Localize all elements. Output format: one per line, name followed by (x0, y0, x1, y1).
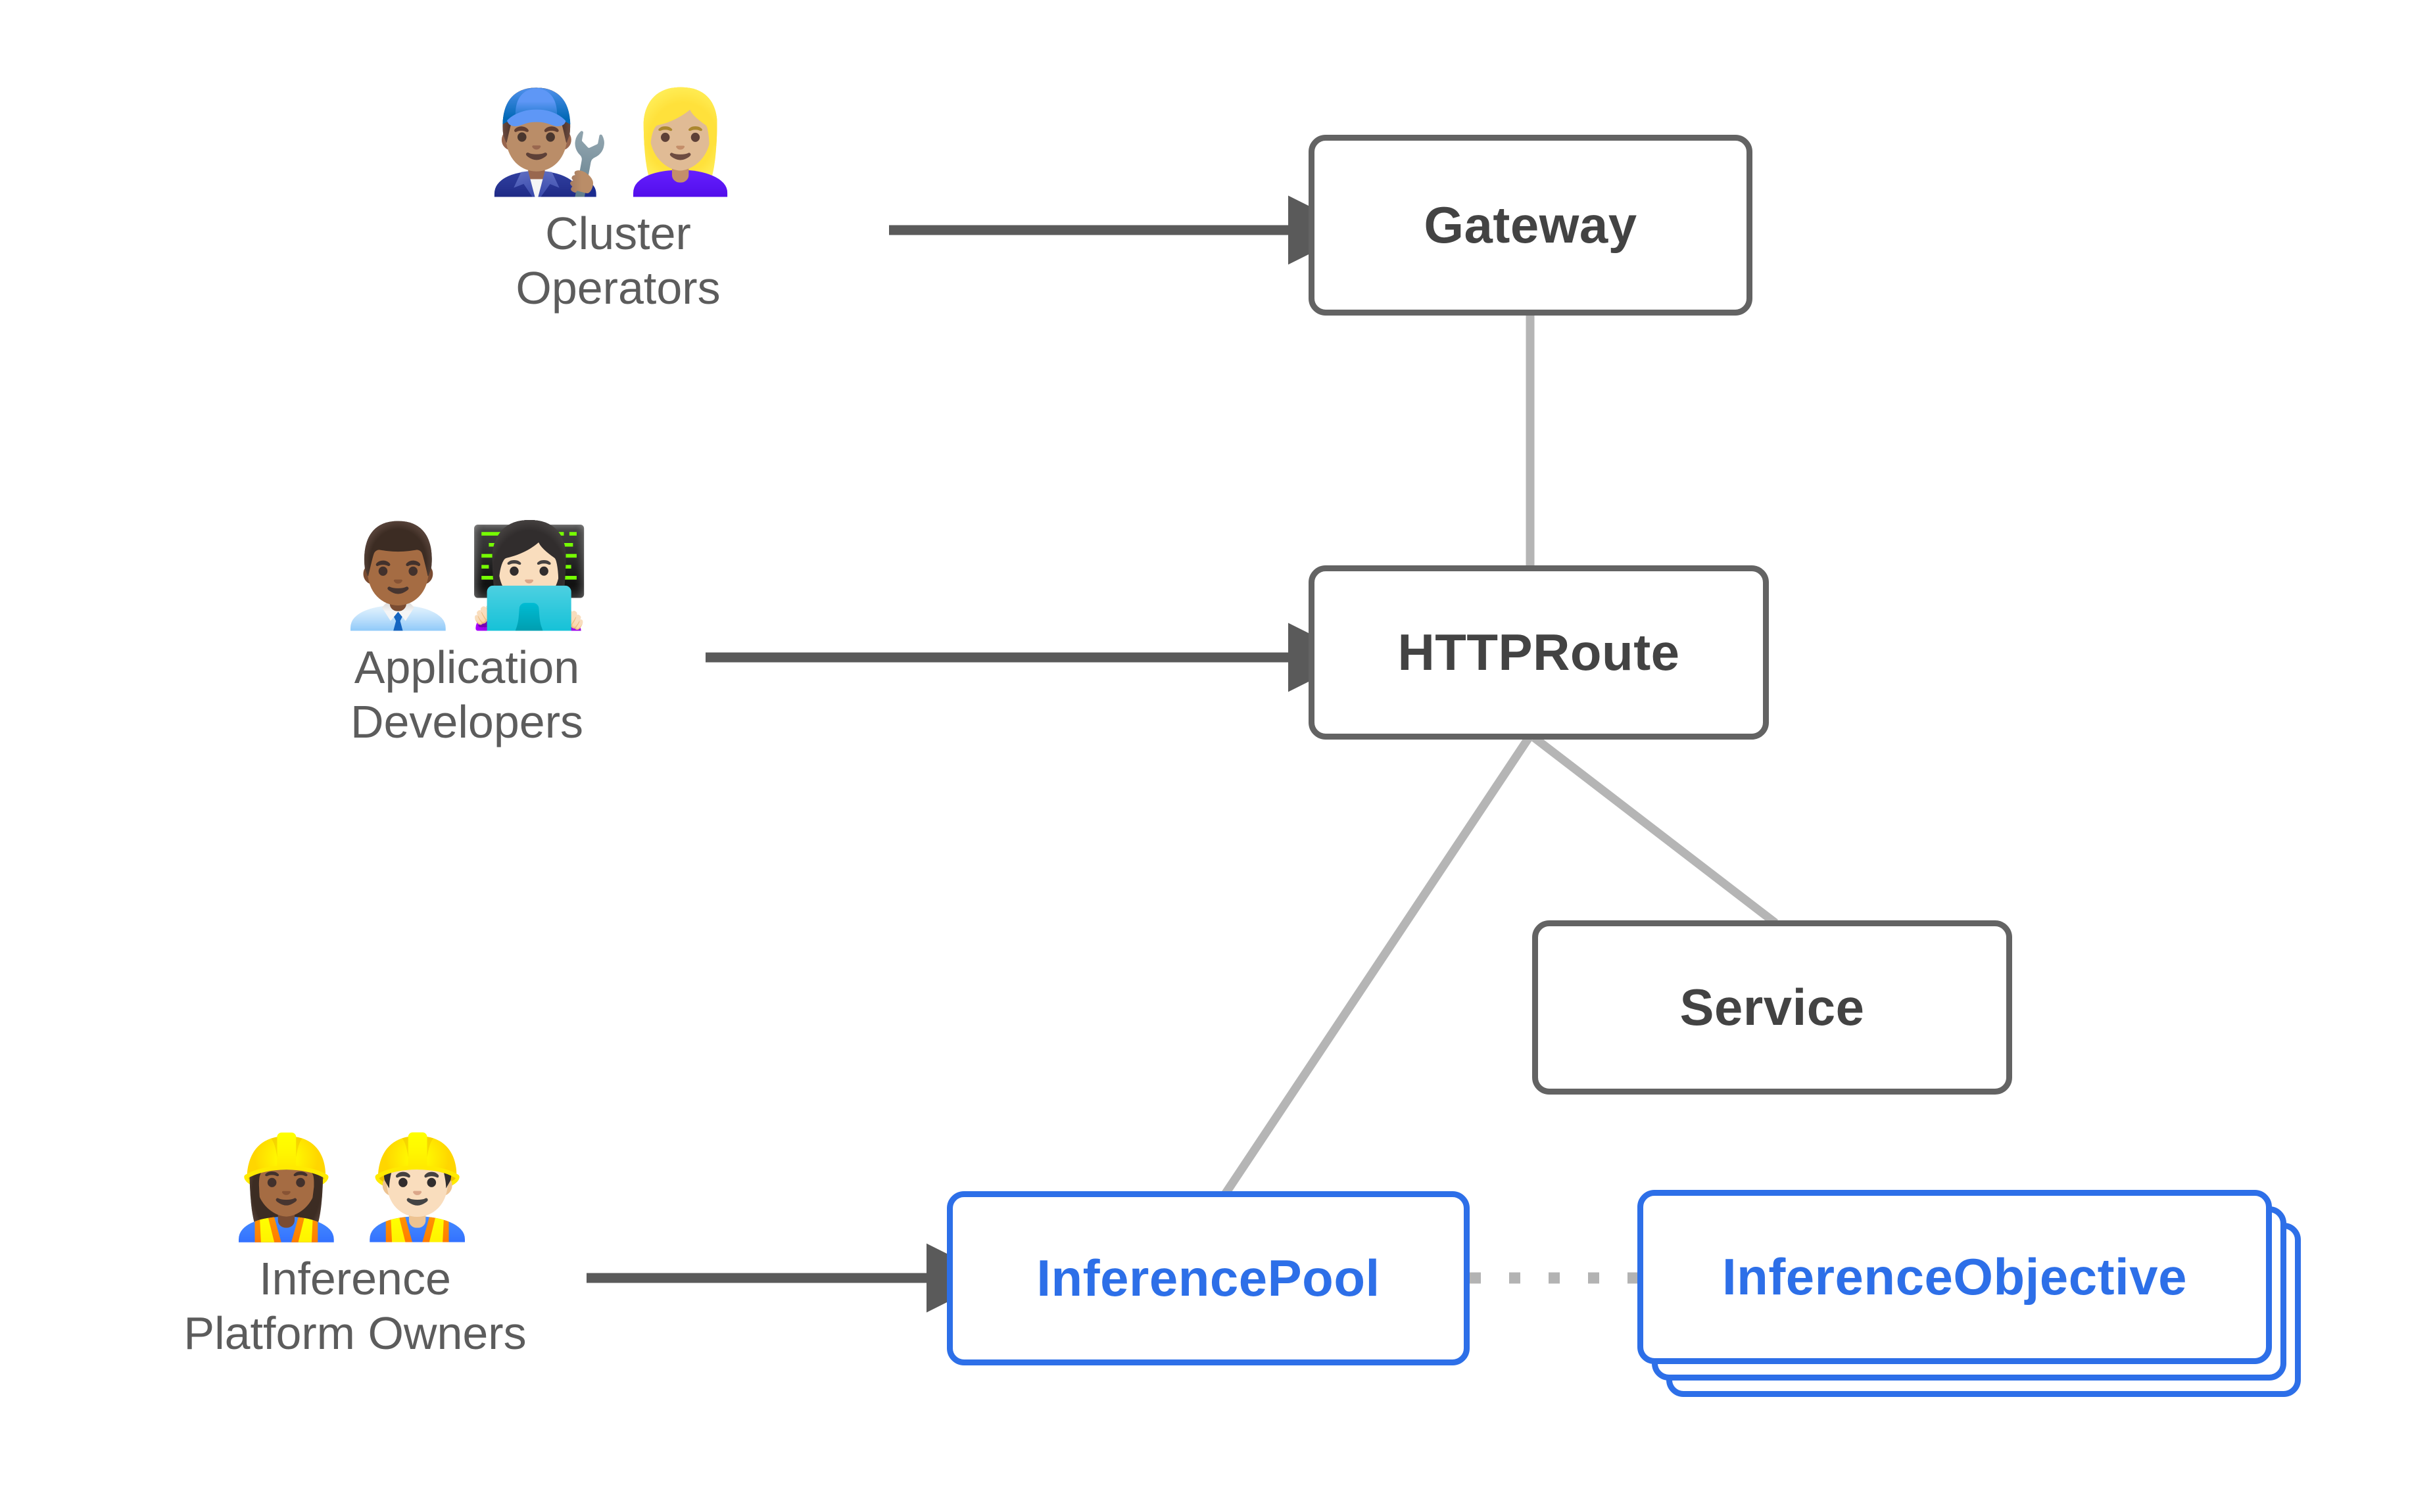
man-mechanic-icon: 👨🏽‍🔧 (487, 83, 618, 200)
edge-httproute-to-service (1531, 734, 1778, 927)
persona-inference-platform-owners: 👷🏾‍♀️👷🏻‍♂️ Inference Platform Owners (132, 1137, 579, 1360)
woman-technologist-icon: 👩🏻‍💻 (467, 517, 598, 634)
node-httproute[interactable]: HTTPRoute (1309, 565, 1769, 740)
persona-label-inference-platform-owners: Inference Platform Owners (183, 1253, 527, 1359)
persona-cluster-operators: 👨🏽‍🔧👱🏼‍♀️ Cluster Operators (434, 92, 802, 315)
persona-label-application-developers: Application Developers (350, 642, 584, 747)
node-inferenceobjective-label: InferenceObjective (1722, 1248, 2187, 1306)
inference-platform-owners-emoji-row: 👷🏾‍♀️👷🏻‍♂️ (224, 1137, 487, 1237)
node-service-label: Service (1679, 978, 1865, 1036)
node-gateway[interactable]: Gateway (1309, 135, 1752, 316)
application-developers-emoji-row: 👨🏾‍💼👩🏻‍💻 (336, 526, 598, 626)
man-office-worker-icon: 👨🏾‍💼 (335, 517, 467, 634)
persona-application-developers: 👨🏾‍💼👩🏻‍💻 Application Developers (283, 526, 651, 749)
cluster-operators-emoji-row: 👨🏽‍🔧👱🏼‍♀️ (487, 92, 750, 192)
node-inferencepool[interactable]: InferencePool (947, 1191, 1470, 1365)
edge-httproute-to-inferencepool (1220, 735, 1533, 1198)
node-inferenceobjective[interactable]: InferenceObjective (1637, 1190, 2272, 1364)
node-httproute-label: HTTPRoute (1397, 623, 1680, 681)
node-service[interactable]: Service (1532, 920, 2012, 1095)
man-construction-worker-icon: 👷🏻‍♂️ (355, 1129, 487, 1245)
node-gateway-label: Gateway (1424, 196, 1637, 254)
woman-construction-worker-icon: 👷🏾‍♀️ (224, 1129, 355, 1245)
node-inferencepool-label: InferencePool (1036, 1249, 1380, 1307)
persona-label-cluster-operators: Cluster Operators (516, 208, 721, 314)
woman-mechanic-icon: 👱🏼‍♀️ (618, 83, 750, 200)
node-inferenceobjective-stack: InferenceObjective (1637, 1190, 2308, 1400)
